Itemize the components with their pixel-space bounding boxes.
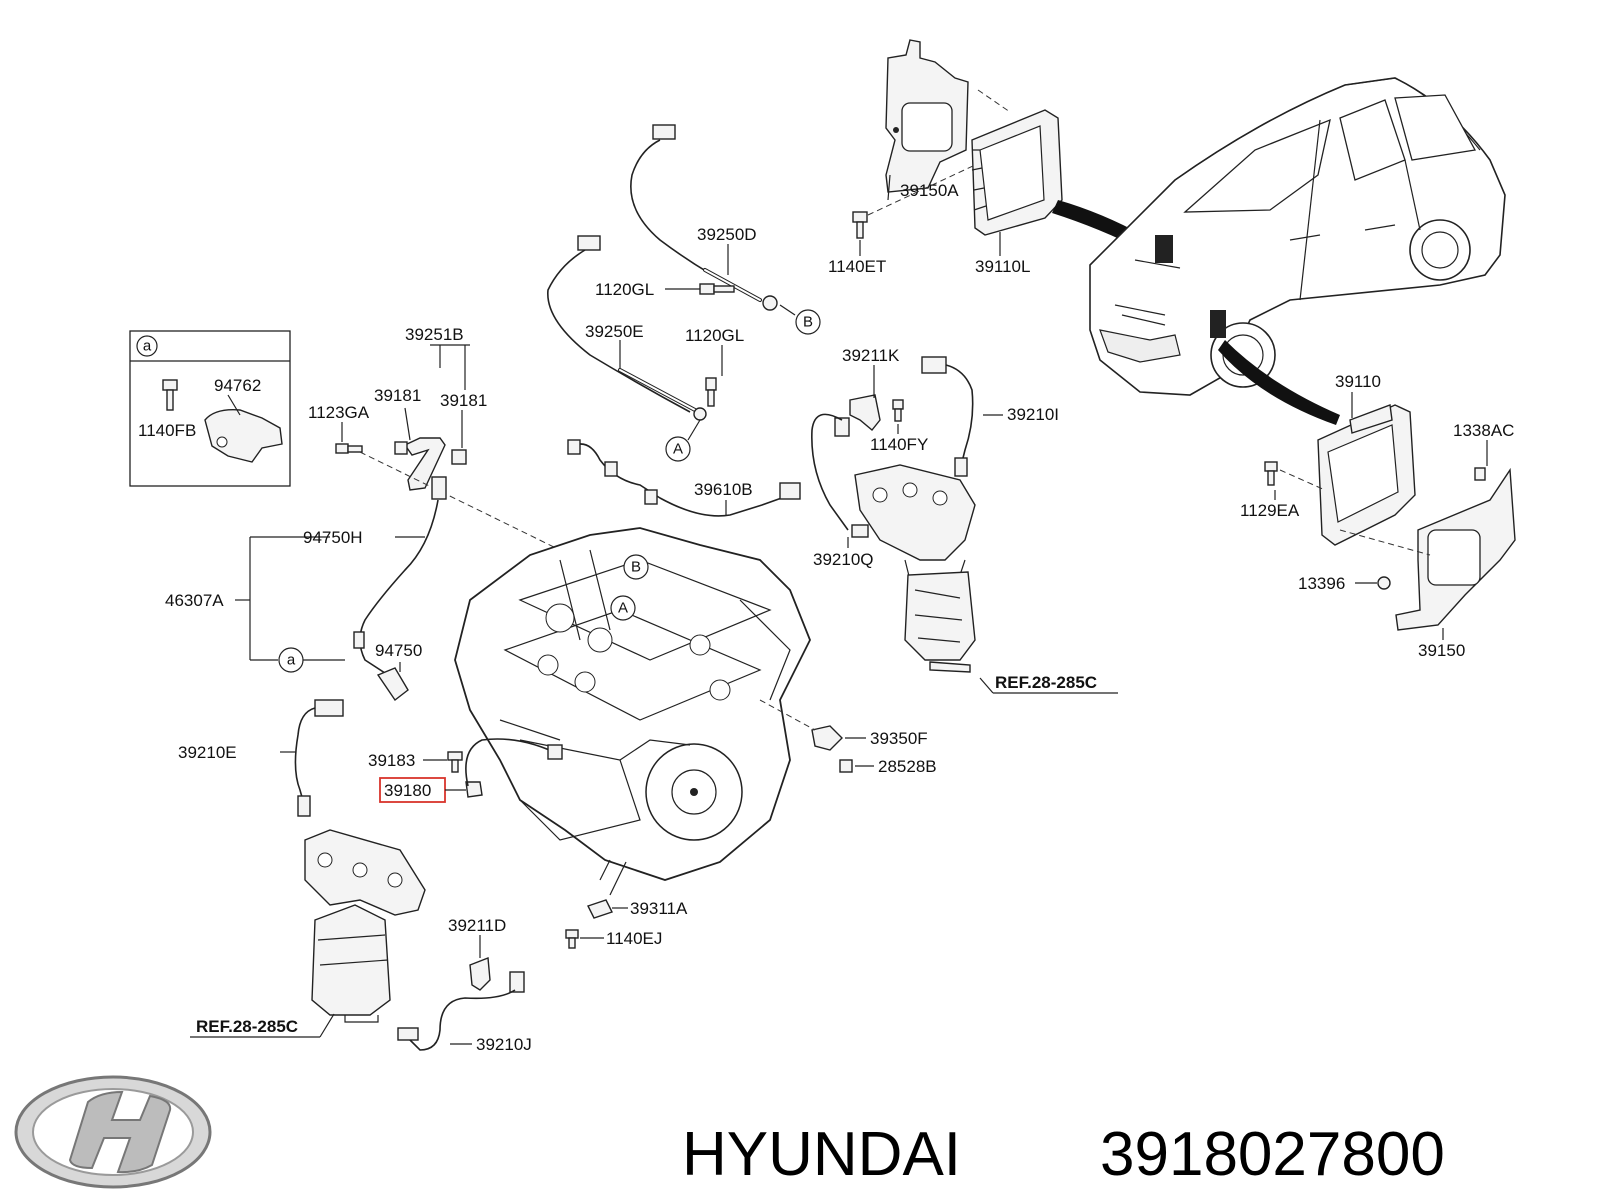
- label-1129EA: 1129EA: [1240, 501, 1300, 520]
- sensor-39350F: [811, 725, 843, 751]
- ecu-bracket-39150A: [885, 39, 969, 201]
- harness-94750H: [353, 476, 447, 702]
- bracket-39211K: [849, 394, 881, 431]
- label-39610B: 39610B: [694, 480, 753, 499]
- o2-sensor-39210Q: [811, 413, 869, 538]
- label-39211K: 39211K: [842, 346, 900, 365]
- exhaust-manifold-left: [304, 829, 426, 1023]
- marker-A-engine: A: [618, 600, 628, 617]
- label-94750: 94750: [375, 641, 422, 660]
- footer-brand: HYUNDAI: [682, 1120, 961, 1189]
- engine-block: [454, 527, 811, 881]
- label-39210J: 39210J: [476, 1035, 532, 1054]
- label-39251B: 39251B: [405, 325, 464, 344]
- label-39250D: 39250D: [697, 225, 757, 244]
- bolt-1140FB: [162, 379, 178, 411]
- arrow-to-ecu-bottom: [1218, 340, 1340, 425]
- label-39210I: 39210I: [1007, 405, 1059, 424]
- bracket-94762: [204, 409, 283, 463]
- label-1140FB: 1140FB: [138, 421, 196, 440]
- label-1140EJ: 1140EJ: [606, 929, 662, 948]
- sensor-39250D: [630, 124, 778, 311]
- label-94762: 94762: [214, 376, 261, 395]
- bolt-1120GL-a: [699, 283, 735, 295]
- bolt-39183: [447, 751, 463, 773]
- marker-B-engine: B: [631, 559, 641, 576]
- label-39181-a: 39181: [374, 386, 421, 405]
- label-1140ET: 1140ET: [828, 257, 886, 276]
- label-1338AC: 1338AC: [1453, 421, 1514, 440]
- label-28528B: 28528B: [878, 757, 937, 776]
- label-39210Q: 39210Q: [813, 550, 874, 569]
- label-1123GA: 1123GA: [308, 403, 370, 422]
- label-39210E: 39210E: [178, 743, 237, 762]
- label-1120GL-a: 1120GL: [595, 280, 654, 299]
- label-39183: 39183: [368, 751, 415, 770]
- hyundai-logo-icon: [14, 1075, 212, 1189]
- label-94750H: 94750H: [303, 528, 363, 547]
- bolt-1120GL-b: [705, 377, 717, 407]
- bolt-1140FY: [892, 399, 904, 422]
- ref-right: REF.28-285C: [995, 673, 1097, 692]
- bolt-1140EJ: [565, 929, 579, 949]
- marker-a-harness: a: [287, 652, 296, 669]
- label-1120GL-b: 1120GL: [685, 326, 744, 345]
- o2-sensor-39210I: [921, 356, 974, 477]
- label-39150A: 39150A: [900, 181, 959, 200]
- vehicle-illustration: [1089, 77, 1506, 396]
- sensor-39250E: [547, 235, 707, 421]
- marker-B-right: B: [803, 314, 813, 331]
- ref-left: REF.28-285C: [196, 1017, 298, 1036]
- label-39181-b: 39181: [440, 391, 487, 410]
- ecu-39110: [1317, 404, 1416, 546]
- exhaust-manifold-right: [854, 464, 976, 673]
- label-39110L: 39110L: [975, 257, 1030, 276]
- label-39211D: 39211D: [448, 916, 506, 935]
- bolt-1140ET: [852, 211, 868, 239]
- o2-sensor-39210E: [294, 699, 344, 817]
- bracket-39211D: [469, 957, 491, 991]
- inset-box-a: a 94762 1140FB: [129, 330, 291, 487]
- marker-A-wire: A: [673, 441, 683, 458]
- label-1140FY: 1140FY: [870, 435, 928, 454]
- footer-part-number: 3918027800: [1100, 1120, 1445, 1189]
- clip-1338AC: [1474, 467, 1486, 481]
- sensor-28528B: [839, 759, 853, 773]
- o2-sensor-39210J: [397, 971, 525, 1051]
- marker-a-inset: a: [143, 338, 152, 355]
- harness-39610B: [567, 439, 801, 517]
- label-46307A: 46307A: [165, 591, 224, 610]
- label-39250E: 39250E: [585, 322, 644, 341]
- label-39311A: 39311A: [630, 899, 688, 918]
- label-39180: 39180: [384, 781, 431, 800]
- ecu-39110L: [971, 109, 1063, 236]
- nut-13396: [1377, 576, 1391, 590]
- bolt-1123GA: [335, 443, 363, 454]
- bracket-39251B: [394, 437, 467, 491]
- bolt-1129EA: [1264, 461, 1278, 486]
- label-39350F: 39350F: [870, 729, 928, 748]
- label-13396: 13396: [1298, 574, 1345, 593]
- knock-sensor-39180: [465, 738, 563, 798]
- label-39150: 39150: [1418, 641, 1465, 660]
- label-39110: 39110: [1335, 372, 1381, 391]
- ecu-bracket-39150: [1395, 467, 1516, 631]
- sensor-39311A: [587, 861, 627, 919]
